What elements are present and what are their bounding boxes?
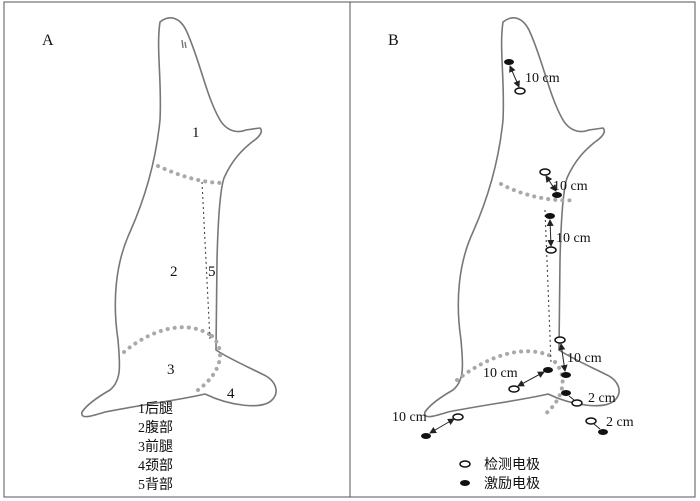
boundary-foreleg: [122, 325, 214, 354]
electrode-pair-1: 10 cm: [504, 59, 560, 95]
electrode-pair-6: 10 cm: [392, 410, 464, 439]
boundary-foreleg-b: [455, 349, 557, 382]
region-label-4: 4: [227, 386, 235, 402]
excite-electrode: [552, 192, 562, 198]
boundary-haunch: [156, 164, 226, 185]
excite-electrode: [421, 433, 431, 439]
detect-electrode: [571, 399, 583, 407]
region-label-1: 1: [192, 125, 200, 141]
distance-label-6: 10 cm: [392, 410, 427, 425]
boundary-back: [201, 181, 211, 341]
panel-b: B 10 cm 10 cm 10 cm: [388, 17, 634, 492]
excite-electrode: [545, 213, 555, 219]
carcass-outline-a: [80, 17, 277, 418]
boundary-back-b: [544, 209, 552, 363]
excite-electrode: [561, 372, 571, 378]
electrode-legend: 检测电极 激励电极: [459, 457, 540, 492]
excite-electrode: [598, 429, 608, 435]
detect-electrode: [508, 385, 520, 393]
excite-electrode: [504, 59, 514, 65]
detect-electrode: [545, 246, 557, 254]
boundary-neck: [196, 334, 222, 392]
distance-label-1: 10 cm: [525, 71, 560, 86]
legend-item-back: 5背部: [138, 477, 173, 493]
legend-item-haunch: 1后腿: [138, 401, 173, 417]
distance-label-3: 10 cm: [556, 231, 591, 246]
electrode-pair-2: 10 cm: [539, 168, 588, 198]
legend-item-belly: 2腹部: [138, 419, 173, 436]
detect-electrode: [539, 168, 551, 176]
panel-a-label: A: [42, 32, 54, 49]
legend-excite-symbol: [460, 480, 470, 486]
electrode-pair-4: 10 cm: [554, 336, 602, 378]
boundary-neck-b: [541, 360, 565, 418]
legend-detect-label: 检测电极: [484, 457, 540, 473]
distance-label-7: 2 cm: [588, 391, 616, 406]
electrode-pair-7: 2 cm: [561, 390, 616, 407]
detect-electrode: [585, 417, 597, 425]
detect-electrode: [554, 336, 566, 344]
electrode-pair-3: 10 cm: [545, 213, 591, 254]
region-label-3: 3: [167, 362, 175, 378]
boundary-haunch-b: [499, 182, 577, 203]
detect-electrode: [452, 413, 464, 421]
legend-detect-symbol: [459, 460, 471, 468]
electrode-pair-5: 10 cm: [483, 366, 553, 393]
distance-label-4: 10 cm: [567, 351, 602, 366]
distance-label-5: 10 cm: [483, 366, 518, 381]
region-label-2: 2: [170, 264, 178, 280]
electrode-pair-8: 2 cm: [585, 415, 634, 435]
region-legend: 1后腿 2腹部 3前腿 4颈部 5背部: [138, 401, 173, 493]
excite-electrode: [561, 390, 571, 396]
panel-b-label: B: [388, 32, 399, 49]
distance-label-2: 10 cm: [553, 179, 588, 194]
legend-item-neck: 4颈部: [138, 458, 173, 474]
panel-a: A 1 2 5 3 4 1后腿 2腹部 3前腿 4颈部 5背部: [42, 17, 277, 493]
detect-electrode: [514, 87, 526, 95]
distance-label-8: 2 cm: [606, 415, 634, 430]
legend-excite-label: 激励电极: [484, 475, 540, 492]
region-label-5: 5: [208, 264, 216, 280]
excite-electrode: [543, 367, 553, 373]
legend-item-foreleg: 3前腿: [138, 438, 173, 455]
